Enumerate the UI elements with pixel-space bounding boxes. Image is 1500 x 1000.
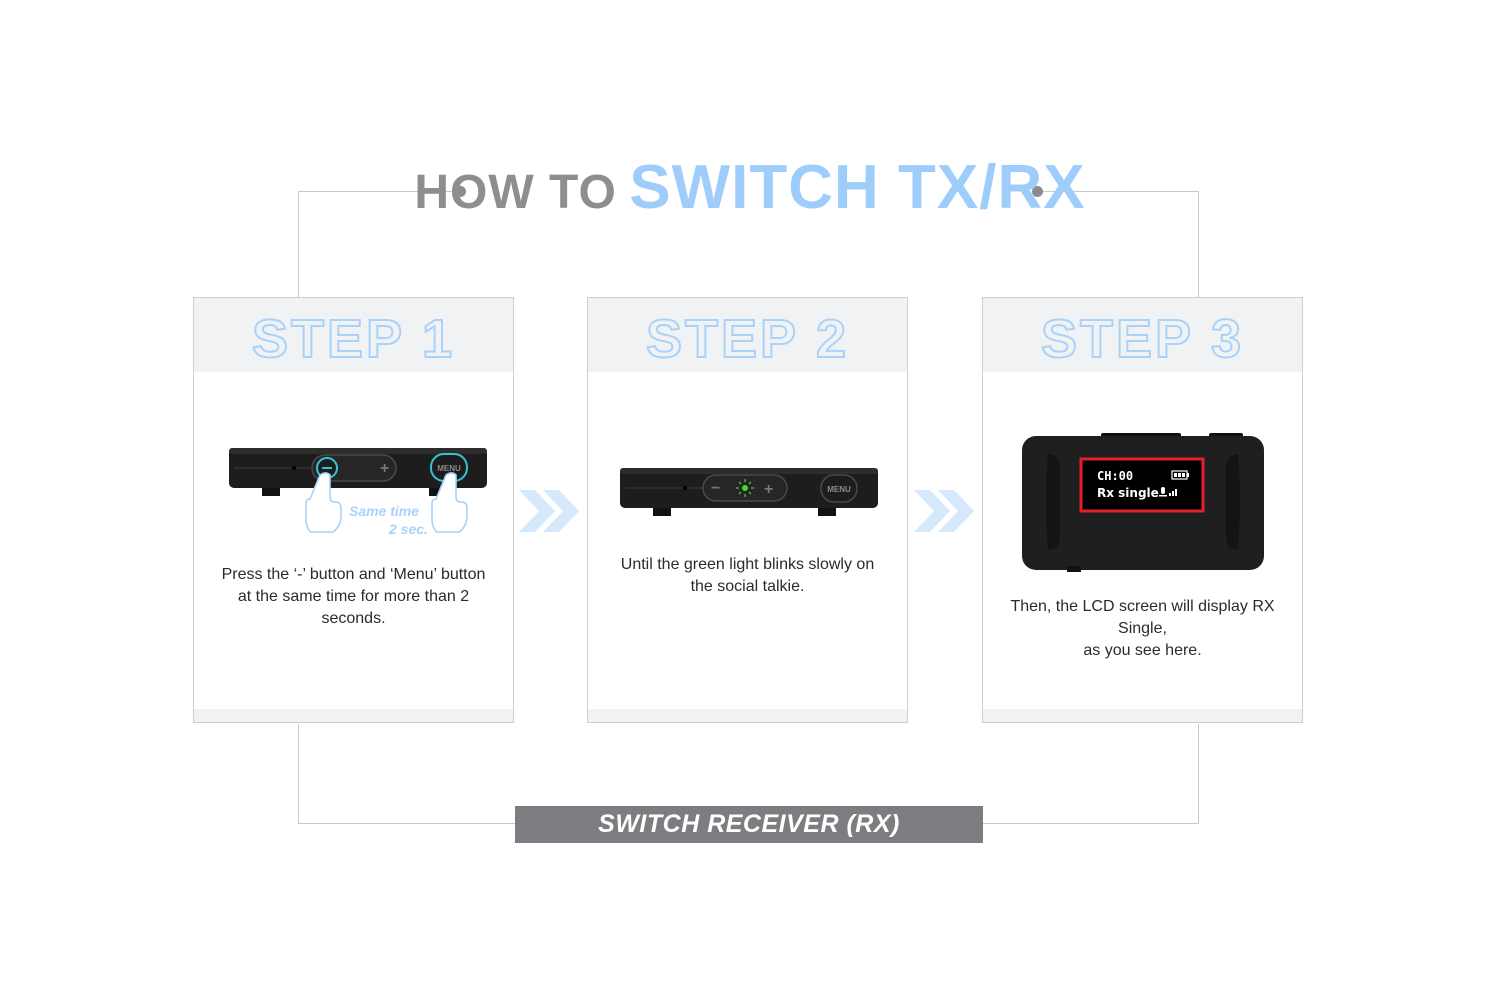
step-2-label: STEP 2 [645, 308, 850, 370]
step-2-header: STEP 2 [588, 298, 907, 372]
frame-right-upper [1198, 191, 1199, 297]
lcd-mode: Rx single [1097, 486, 1159, 500]
frame-bottom-left [298, 823, 516, 824]
transmitter-device-step2: − + MENU [620, 468, 878, 516]
step-2-card: STEP 2 − + MENU Until the green light bl… [587, 297, 908, 723]
step2-menu-label: MENU [827, 485, 851, 494]
title-prefix: HOW TO [414, 166, 617, 219]
transmitter-device-step1: + MENU Same time 2 sec. [229, 448, 487, 537]
step-2-line-2: the social talkie. [690, 578, 805, 595]
callout-same-time: Same time [349, 503, 419, 519]
svg-text:−: − [711, 480, 720, 497]
step-1-label: STEP 1 [251, 308, 456, 370]
battery-icon [1171, 470, 1189, 480]
title-highlight: SWITCH TX/RX [629, 153, 1086, 222]
switch-receiver-banner: SWITCH RECEIVER (RX) [515, 806, 983, 843]
step-3-footer-strip [983, 709, 1302, 722]
step-1-card: STEP 1 + MENU Same time 2 sec. Press the… [193, 297, 514, 723]
lcd-screen [1079, 457, 1205, 513]
frame-dot-right [1032, 186, 1043, 197]
callout-two-sec: 2 sec. [388, 521, 428, 537]
step-2-description: Until the green light blinks slowly on t… [598, 554, 897, 598]
step-3-label: STEP 3 [1040, 308, 1245, 370]
frame-left-lower [298, 724, 299, 824]
frame-top-left [298, 191, 458, 192]
step-2-line-1: Until the green light blinks slowly on [620, 556, 875, 573]
frame-right-lower [1198, 724, 1199, 824]
frame-dot-left [455, 186, 466, 197]
svg-text:+: + [380, 460, 389, 477]
page-title: HOW TO SWITCH TX/RX [0, 152, 1500, 222]
step-1-header: STEP 1 [194, 298, 513, 372]
frame-bottom-right [982, 823, 1199, 824]
step1-menu-label: MENU [437, 464, 461, 473]
step-3-line-2: as you see here. [1083, 642, 1202, 659]
step-3-card: STEP 3 CH:00 Rx single [982, 297, 1303, 723]
step-3-header: STEP 3 [983, 298, 1302, 372]
receiver-device-front: CH:00 Rx single [1022, 433, 1264, 572]
chevron-arrow-icon-1 [519, 490, 579, 532]
step-3-line-1: Then, the LCD screen will display RX Sin… [1010, 598, 1275, 637]
step-1-line-1: Press the ‘-’ button and ‘Menu’ button [221, 566, 486, 583]
frame-left-upper [298, 191, 299, 297]
svg-text:+: + [764, 481, 773, 498]
step-1-line-2: at the same time for more than 2 seconds… [237, 588, 470, 627]
step-3-description: Then, the LCD screen will display RX Sin… [993, 596, 1292, 662]
lcd-channel: CH:00 [1097, 469, 1133, 483]
frame-top-right [1040, 191, 1199, 192]
step-1-footer-strip [194, 709, 513, 722]
chevron-arrow-icon-2 [914, 490, 974, 532]
mic-signal-icon [1159, 487, 1177, 497]
step-1-description: Press the ‘-’ button and ‘Menu’ button a… [204, 564, 503, 630]
step-2-footer-strip [588, 709, 907, 722]
green-led-icon [742, 485, 748, 491]
